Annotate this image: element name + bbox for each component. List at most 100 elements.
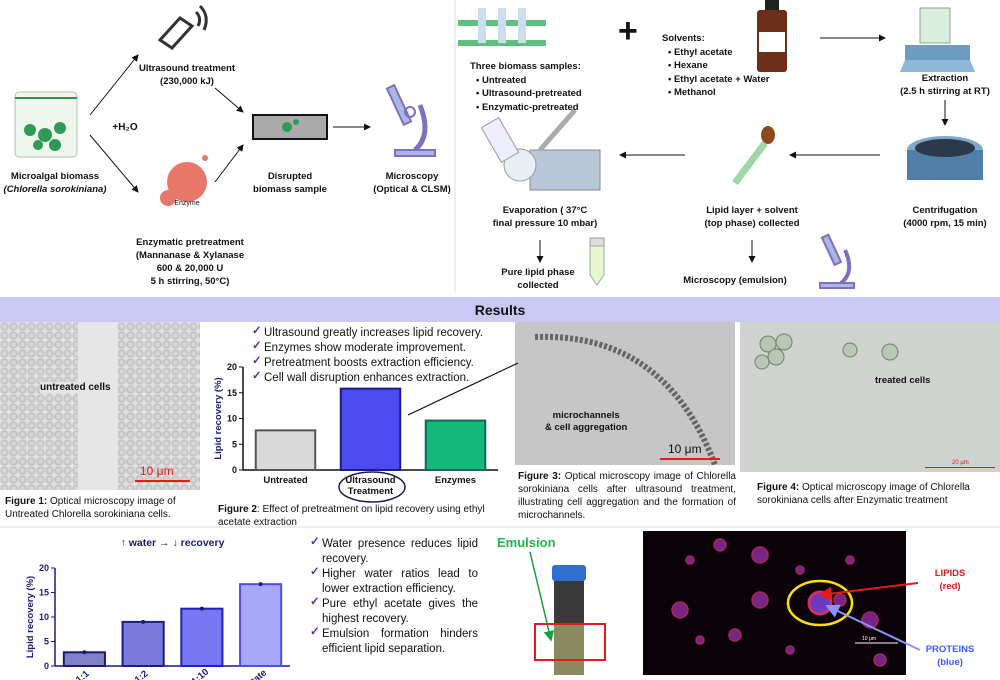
cell <box>751 591 769 609</box>
x-tick-label: tate <box>249 667 269 680</box>
fig4-caption: Figure 4: Optical microscopy image of Ch… <box>757 482 970 506</box>
data-point <box>82 650 87 655</box>
y-tick-label: 5 <box>232 439 237 449</box>
y-tick-label: 15 <box>227 388 237 398</box>
samples-block: Three biomass samples: UntreatedUltrasou… <box>470 60 582 114</box>
results-title: Results <box>474 302 526 318</box>
fig3-label-2: & cell aggregation <box>545 422 628 433</box>
centrifugation-label: Centrifugation(4000 rpm, 15 min) <box>903 205 987 229</box>
bar <box>121 620 165 667</box>
fig3-caption: Figure 3: Optical microscopy image of Ch… <box>518 471 736 521</box>
ultrasound-probe-icon <box>157 4 208 50</box>
cell <box>671 601 689 619</box>
centrifuge-icon <box>907 136 983 180</box>
data-point <box>258 582 263 587</box>
extraction-label: Extraction(2.5 h stirring at RT) <box>900 73 990 97</box>
lipid-tube-icon <box>589 237 605 286</box>
fig2-bullets: Ultrasound greatly increases lipid recov… <box>252 324 483 386</box>
cell <box>751 546 769 564</box>
x-tick-label: 1:2 <box>133 668 151 680</box>
x-tick-label: Untreated <box>263 475 308 486</box>
clsm-cells <box>671 538 887 667</box>
x-tick-label: 1:1 <box>74 668 92 680</box>
bar <box>62 651 106 667</box>
fig1-micrograph: untreated cells 10 μm <box>0 322 200 490</box>
clsm-scale: 10 μm <box>862 636 876 642</box>
y-tick-label: 0 <box>232 465 237 475</box>
test-tube-rack-icon <box>458 8 546 46</box>
highlight-circle <box>786 579 854 627</box>
microscopy-label: Microscopy(Optical & CLSM) <box>373 171 451 195</box>
cell <box>833 593 847 607</box>
lipids-label: LIPIDS(red) <box>934 568 966 592</box>
y-tick-label: 5 <box>44 637 49 647</box>
rotary-evaporator-icon <box>480 108 601 191</box>
clsm-image <box>643 531 906 675</box>
fig2-caption: Figure 2: Effect of pretreatment on lipi… <box>218 504 485 528</box>
results-band <box>0 297 1000 322</box>
highlighted-cell <box>807 590 833 616</box>
water-label: +H₂O <box>112 122 138 133</box>
fig4-scale: 20 μm <box>952 460 969 466</box>
bar <box>180 607 224 667</box>
fig3-micrograph: microchannels& cell aggregation 10 μm <box>515 322 735 465</box>
emulsion-tube-photo <box>534 565 606 675</box>
highlight-ellipse <box>338 471 406 503</box>
plus-sign: + <box>618 12 638 50</box>
solvents-block: Solvents: Ethyl acetateHexaneEthyl aceta… <box>662 32 769 100</box>
cell <box>845 555 855 565</box>
x-tick-label: 1:10 <box>189 667 211 680</box>
y-tick-label: 15 <box>39 588 49 598</box>
biomass-label: Microalgal biomass(Chlorella sorokiniana… <box>3 171 107 195</box>
emulsion-label: Emulsion <box>497 535 556 550</box>
y-tick-label: 10 <box>39 612 49 622</box>
fig4-label: treated cells <box>875 375 931 386</box>
y-tick-label: 10 <box>227 414 237 424</box>
microscope-emulsion-icon <box>819 233 855 289</box>
cell <box>728 628 742 642</box>
enzyme-icon <box>160 155 208 206</box>
y-axis-label: Lipid recovery (%) <box>25 576 36 658</box>
pointer-arrow <box>407 362 519 416</box>
cell <box>795 565 805 575</box>
cell <box>785 645 795 655</box>
biomass-bag-icon <box>14 91 78 158</box>
data-point <box>141 619 146 624</box>
fig3-scale: 10 μm <box>668 442 702 456</box>
bar <box>254 429 317 471</box>
y-axis-label: Lipid recovery (%) <box>213 377 224 459</box>
microscopy-emulsion-label: Microscopy (emulsion) <box>683 275 787 286</box>
bar <box>424 419 487 471</box>
cell <box>685 555 695 565</box>
x-tick-label: Enzymes <box>435 475 476 486</box>
ultrasound-label: Ultrasound treatment(230,000 kJ) <box>138 63 236 87</box>
disrupted-sample-icon <box>252 114 328 140</box>
bar <box>339 387 402 472</box>
y-tick-label: 20 <box>39 563 49 573</box>
bar <box>239 583 283 667</box>
dropper-icon <box>732 126 775 186</box>
cell <box>713 538 727 552</box>
chart-title: ↑ water → ↓ recovery <box>121 537 225 549</box>
enzymatic-label: Enzymatic pretreatment(Mannanase & Xylan… <box>135 237 245 287</box>
y-tick-label: 0 <box>44 661 49 671</box>
y-tick-label: 20 <box>227 362 237 372</box>
fig4-micrograph: treated cells 20 μm <box>740 322 1000 472</box>
data-point <box>199 606 204 611</box>
microscope-icon <box>385 83 436 157</box>
fig1-label: untreated cells <box>40 382 111 393</box>
magnetic-stirrer-icon <box>900 7 975 72</box>
enzyme-icon-label: Enzyme <box>174 200 200 207</box>
fig3-label-1: microchannels <box>552 410 620 421</box>
cell <box>695 635 705 645</box>
proteins-label: PROTEINS(blue) <box>925 644 975 668</box>
fig1-scale: 10 μm <box>140 464 174 478</box>
water-bullets: Water presence reduces lipid recovery.Hi… <box>310 535 478 657</box>
